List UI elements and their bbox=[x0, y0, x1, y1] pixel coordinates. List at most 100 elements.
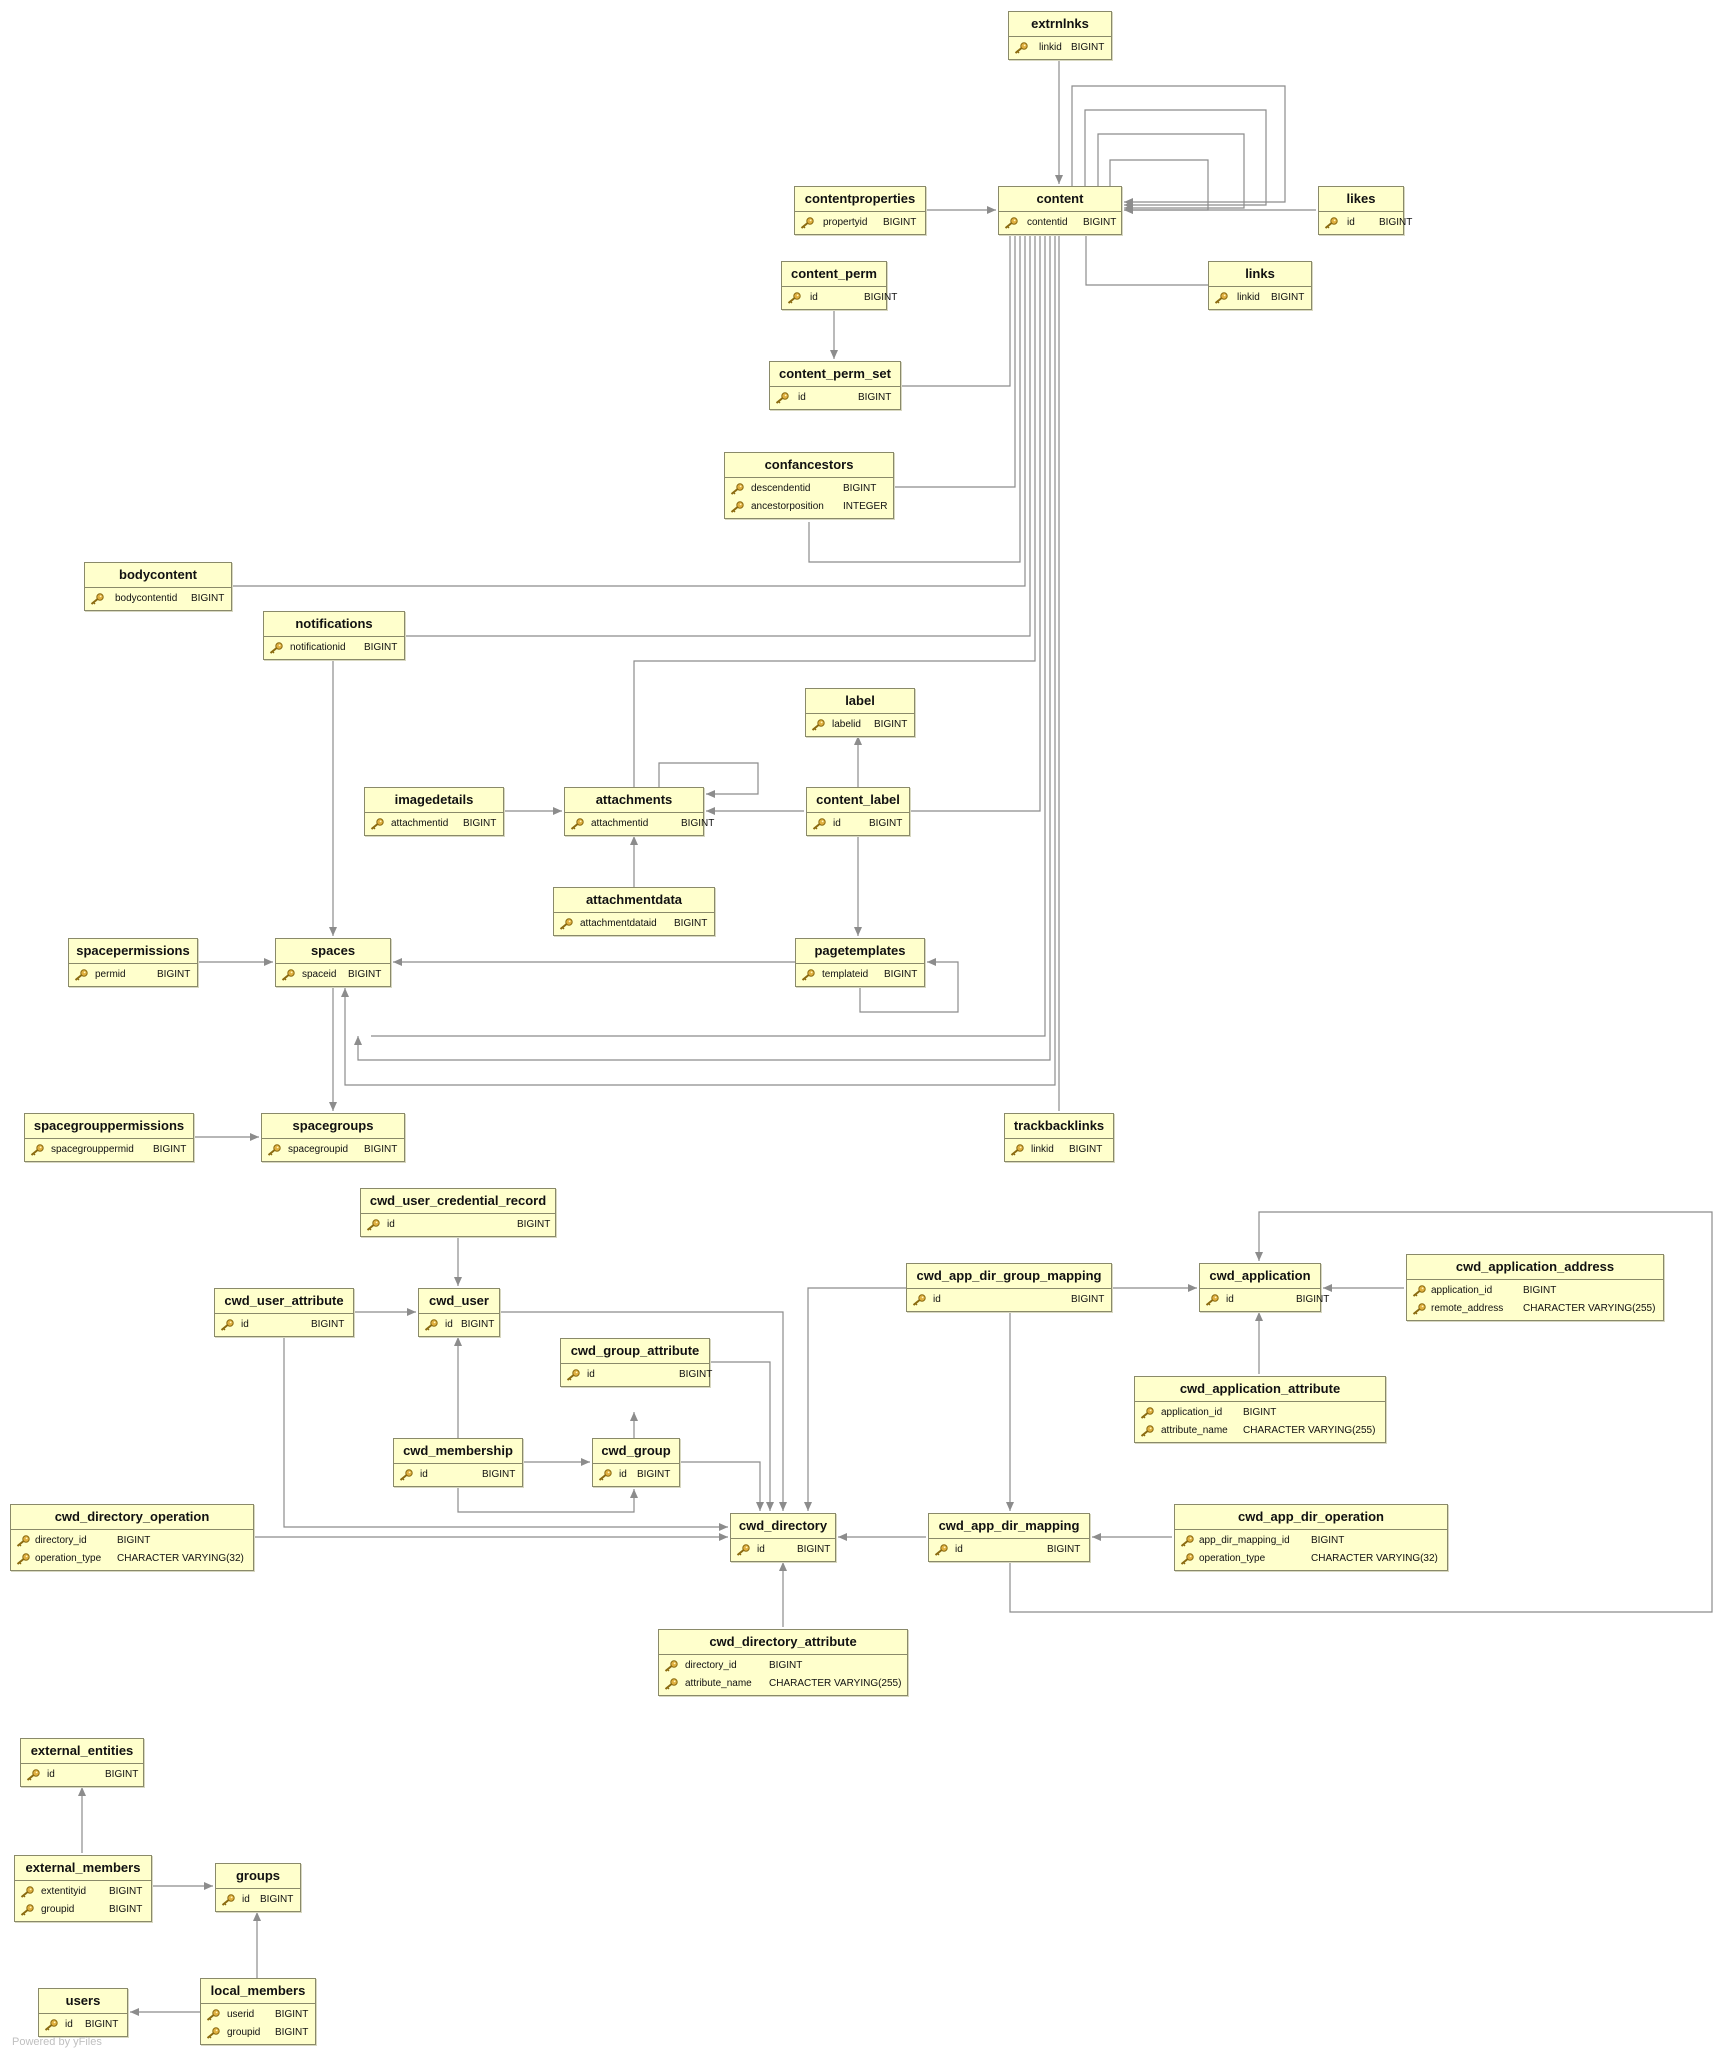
arrowhead-icon bbox=[204, 1882, 213, 1890]
arrowhead-icon bbox=[987, 206, 996, 214]
relationship-line bbox=[1009, 1211, 1713, 1613]
column-type: BIGINT bbox=[883, 217, 917, 228]
relationship-line bbox=[283, 1337, 728, 1528]
column-type: BIGINT bbox=[1379, 217, 1413, 228]
column-type: CHARACTER VARYING(255) bbox=[1523, 1303, 1656, 1314]
column-type: BIGINT bbox=[1271, 292, 1305, 303]
primary-key-icon bbox=[20, 1886, 34, 1898]
column-name: application_id bbox=[1431, 1285, 1493, 1296]
table-title: imagedetails bbox=[365, 788, 503, 813]
column-type: BIGINT bbox=[843, 483, 877, 494]
primary-key-icon bbox=[399, 1469, 413, 1481]
primary-key-icon bbox=[1140, 1425, 1154, 1437]
column-name: id bbox=[933, 1294, 941, 1305]
powered-by-text: Powered by yFiles bbox=[12, 2036, 102, 2048]
column-name: attribute_name bbox=[685, 1678, 752, 1689]
table-title: links bbox=[1209, 262, 1311, 287]
arrowhead-icon bbox=[804, 1502, 812, 1511]
primary-key-icon bbox=[736, 1544, 750, 1556]
column-name: id bbox=[757, 1544, 765, 1555]
column-type: BIGINT bbox=[1083, 217, 1117, 228]
column-type: BIGINT bbox=[260, 1894, 294, 1905]
table-title: trackbacklinks bbox=[1005, 1114, 1113, 1139]
primary-key-icon bbox=[1180, 1553, 1194, 1565]
relationship-line bbox=[710, 1361, 771, 1511]
column-name: permid bbox=[95, 969, 126, 980]
primary-key-icon bbox=[1214, 292, 1228, 304]
column-name: id bbox=[587, 1369, 595, 1380]
column-type: BIGINT bbox=[364, 642, 398, 653]
table-title: spacegroups bbox=[262, 1114, 404, 1139]
relationship-line bbox=[500, 1311, 784, 1511]
relationship-line bbox=[1097, 133, 1245, 209]
column-type: BIGINT bbox=[864, 292, 898, 303]
column-name: id bbox=[242, 1894, 250, 1905]
table-title: confancestors bbox=[725, 453, 893, 478]
column-type: BIGINT bbox=[461, 1319, 495, 1330]
column-type: BIGINT bbox=[637, 1469, 671, 1480]
table-title: spacegrouppermissions bbox=[25, 1114, 193, 1139]
arrowhead-icon bbox=[854, 927, 862, 936]
column-type: BIGINT bbox=[311, 1319, 345, 1330]
primary-key-icon bbox=[1004, 217, 1018, 229]
arrowhead-icon bbox=[329, 927, 337, 936]
column-name: operation_type bbox=[35, 1553, 102, 1564]
table-title: cwd_directory_attribute bbox=[659, 1630, 907, 1655]
